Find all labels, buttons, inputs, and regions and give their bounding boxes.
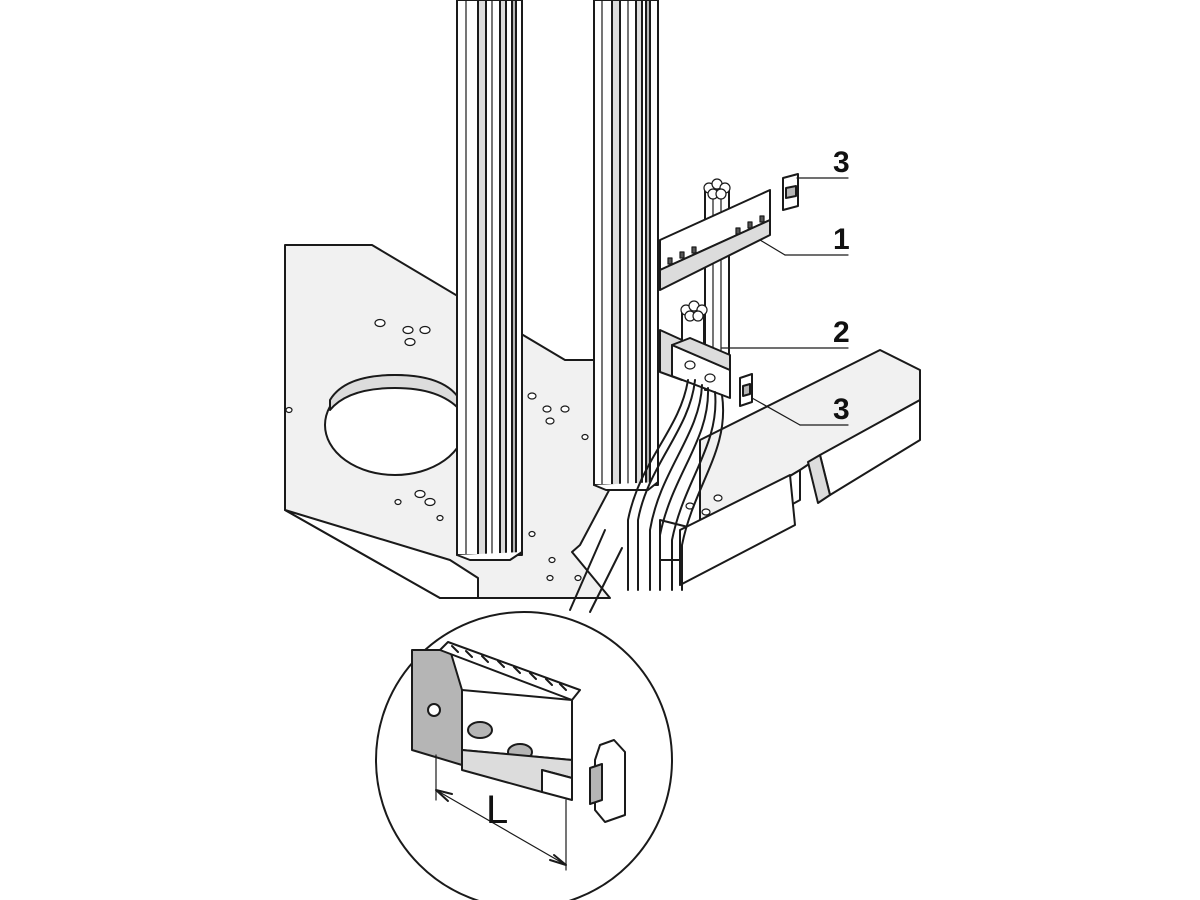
- cable-retaining-rail: [659, 189, 771, 291]
- leader-lines: [721, 177, 849, 426]
- cable-entry-cutout: [324, 374, 466, 476]
- end-cap-upper: [782, 173, 799, 211]
- upright-profile-right: [593, 0, 659, 491]
- base-plinth-right: [659, 349, 921, 586]
- callout-1: 1: [833, 223, 850, 256]
- detail-bracket-profile: [411, 641, 581, 801]
- dimension-length: L: [435, 754, 567, 871]
- callout-3-upper: 3: [833, 146, 850, 179]
- upright-profile-left: [456, 0, 523, 561]
- callout-2: 2: [833, 316, 850, 349]
- dimension-label-l: L: [486, 788, 508, 832]
- plinth-holes: [685, 494, 723, 516]
- callout-3-lower: 3: [833, 393, 850, 426]
- mounting-holes: [285, 318, 589, 582]
- cables-descending: [627, 379, 725, 591]
- end-cap-lower: [739, 373, 753, 407]
- detail-end-cap: [589, 739, 626, 823]
- cable-clamp-bracket: [659, 300, 731, 399]
